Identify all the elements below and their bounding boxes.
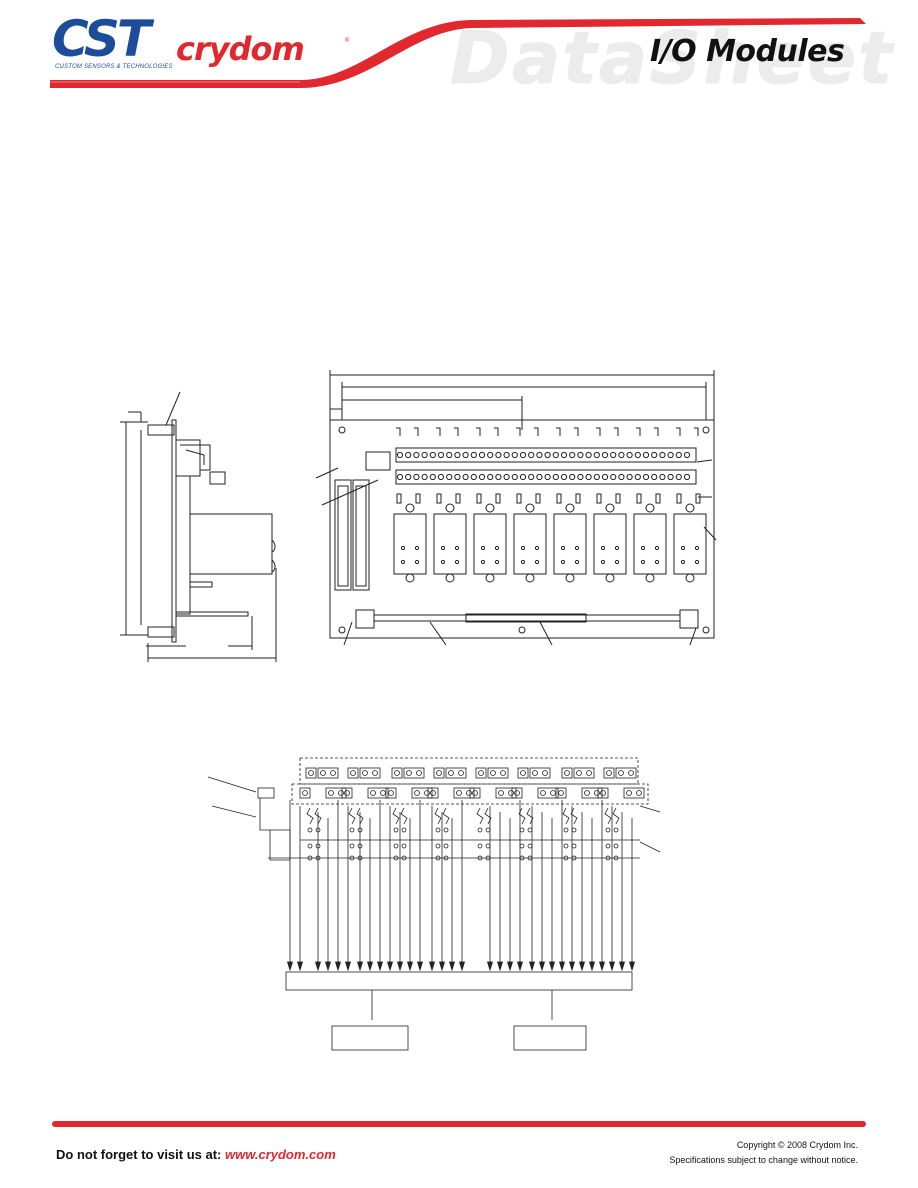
- io-module-socket: [393, 513, 427, 575]
- top-view-drawing: [315, 370, 717, 646]
- wiring-diagram: [207, 757, 661, 1051]
- io-module-socket: [593, 513, 627, 575]
- io-module-socket: [633, 513, 667, 575]
- page-title: I/O Modules: [650, 34, 845, 69]
- website-link[interactable]: www.crydom.com: [225, 1147, 336, 1162]
- footer-visit-text: Do not forget to visit us at: www.crydom…: [56, 1147, 336, 1162]
- registered-mark: ®: [345, 38, 350, 44]
- copyright-text: Copyright © 2008 Crydom Inc.: [736, 1140, 858, 1150]
- io-module-socket: [433, 513, 467, 575]
- visit-prefix: Do not forget to visit us at:: [56, 1147, 225, 1162]
- cst-logo: CST: [52, 10, 151, 68]
- crydom-logo: crydom: [176, 30, 305, 68]
- io-module-socket: [553, 513, 587, 575]
- io-module-socket: [673, 513, 707, 575]
- footer-divider: [52, 1121, 866, 1127]
- io-module-socket: [473, 513, 507, 575]
- cst-tagline: CUSTOM SENSORS & TECHNOLOGIES: [55, 64, 173, 70]
- disclaimer-text: Specifications subject to change without…: [669, 1155, 858, 1165]
- datasheet-watermark: DataSheet: [450, 16, 895, 100]
- header-swoosh: [50, 18, 866, 88]
- io-module-socket: [513, 513, 547, 575]
- side-view-drawing: [120, 391, 277, 662]
